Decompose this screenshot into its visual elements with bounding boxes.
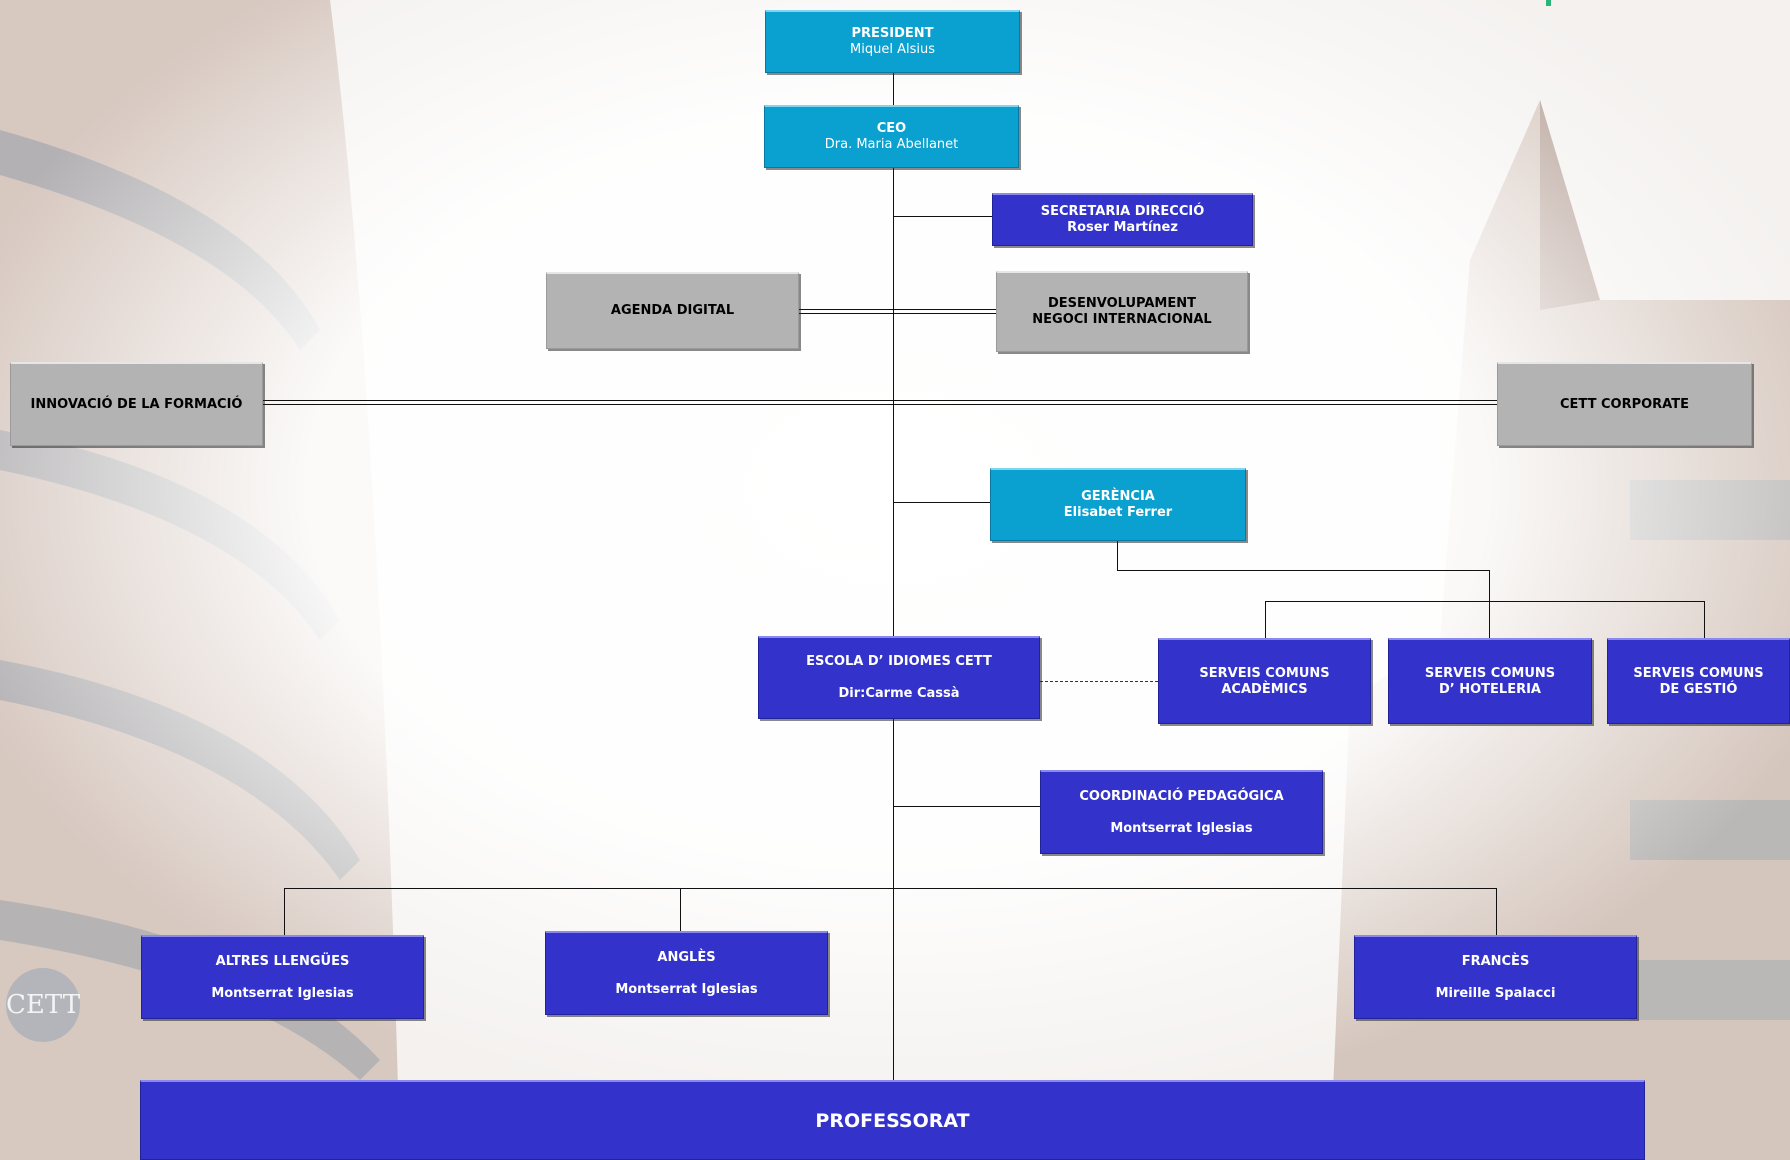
accent-mark [1546,0,1551,6]
connector [1117,570,1490,571]
ceo-box[interactable]: CEO Dra. Maria Abellanet [764,105,1019,168]
president-title: PRESIDENT [851,26,934,41]
serveis-gestio-line2: DE GESTIÓ [1659,681,1738,697]
gerencia-name: Elisabet Ferrer [1063,505,1173,520]
desenvolupament-box[interactable]: DESENVOLUPAMENT NEGOCI INTERNACIONAL [996,271,1248,352]
serveis-gestio-line1: SERVEIS COMUNS [1633,665,1764,681]
angles-title: ANGLÈS [657,949,716,965]
frances-title: FRANCÈS [1461,953,1530,969]
president-box[interactable]: PRESIDENT Miquel Alsius [765,10,1020,73]
connector [1117,540,1118,570]
connector [799,309,996,314]
connector [893,216,992,217]
coordinacio-box[interactable]: COORDINACIÓ PEDAGÓGICA Montserrat Iglesi… [1040,770,1323,854]
angles-name: Montserrat Iglesias [615,981,758,997]
cett-corporate-title: CETT CORPORATE [1560,396,1689,412]
connector [263,400,1497,405]
desenvolupament-line2: NEGOCI INTERNACIONAL [1032,312,1212,327]
altres-llengues-title: ALTRES LLENGÜES [215,953,350,969]
secretaria-title: SECRETARIA DIRECCIÓ [1040,204,1205,219]
connector [284,888,1497,889]
ceo-name: Dra. Maria Abellanet [824,137,959,152]
serveis-hoteleria-line1: SERVEIS COMUNS [1424,665,1556,681]
connector [1265,601,1266,638]
ceo-title: CEO [876,121,907,136]
agenda-digital-title: AGENDA DIGITAL [610,303,735,318]
connector [1496,888,1497,936]
connector [893,806,1040,807]
desenvolupament-line1: DESENVOLUPAMENT [1047,296,1196,311]
professorat-box[interactable]: PROFESSORAT [140,1080,1645,1160]
connector [284,888,285,936]
serveis-gestio-box[interactable]: SERVEIS COMUNS DE GESTIÓ [1607,638,1790,724]
connector [893,168,894,1080]
serveis-academics-line2: ACADÈMICS [1221,681,1308,697]
altres-llengues-box[interactable]: ALTRES LLENGÜES Montserrat Iglesias [141,935,424,1019]
frances-box[interactable]: FRANCÈS Mireille Spalacci [1354,935,1637,1019]
connector [1265,601,1705,602]
professorat-title: PROFESSORAT [815,1109,970,1132]
coordinacio-name: Montserrat Iglesias [1110,820,1253,836]
connector [893,72,894,106]
cett-logo: CETT [6,968,80,1042]
connector [893,502,990,503]
connector [1704,601,1705,638]
coordinacio-title: COORDINACIÓ PEDAGÓGICA [1079,788,1284,804]
serveis-hoteleria-line2: D’ HOTELERIA [1438,681,1541,697]
logo-text: CETT [6,990,81,1020]
secretaria-name: Roser Martínez [1067,220,1178,235]
gerencia-title: GERÈNCIA [1081,489,1155,504]
connector [1489,570,1490,638]
gerencia-box[interactable]: GERÈNCIA Elisabet Ferrer [990,468,1246,541]
president-name: Miquel Alsius [850,42,935,57]
angles-box[interactable]: ANGLÈS Montserrat Iglesias [545,931,828,1015]
connector [1040,681,1158,682]
serveis-hoteleria-box[interactable]: SERVEIS COMUNS D’ HOTELERIA [1388,638,1592,724]
serveis-academics-line1: SERVEIS COMUNS [1199,665,1330,681]
serveis-academics-box[interactable]: SERVEIS COMUNS ACADÈMICS [1158,638,1371,724]
escola-name: Dir:Carme Cassà [838,686,960,701]
cett-corporate-box[interactable]: CETT CORPORATE [1497,362,1752,446]
altres-llengues-name: Montserrat Iglesias [211,985,354,1001]
innovacio-box[interactable]: INNOVACIÓ DE LA FORMACIÓ [10,362,263,446]
agenda-digital-box[interactable]: AGENDA DIGITAL [546,272,799,349]
frances-name: Mireille Spalacci [1435,985,1556,1001]
connector [680,888,681,932]
secretaria-box[interactable]: SECRETARIA DIRECCIÓ Roser Martínez [992,193,1253,246]
escola-box[interactable]: ESCOLA D’ IDIOMES CETT Dir:Carme Cassà [758,636,1040,719]
innovacio-title: INNOVACIÓ DE LA FORMACIÓ [30,396,243,412]
escola-title: ESCOLA D’ IDIOMES CETT [806,654,992,669]
